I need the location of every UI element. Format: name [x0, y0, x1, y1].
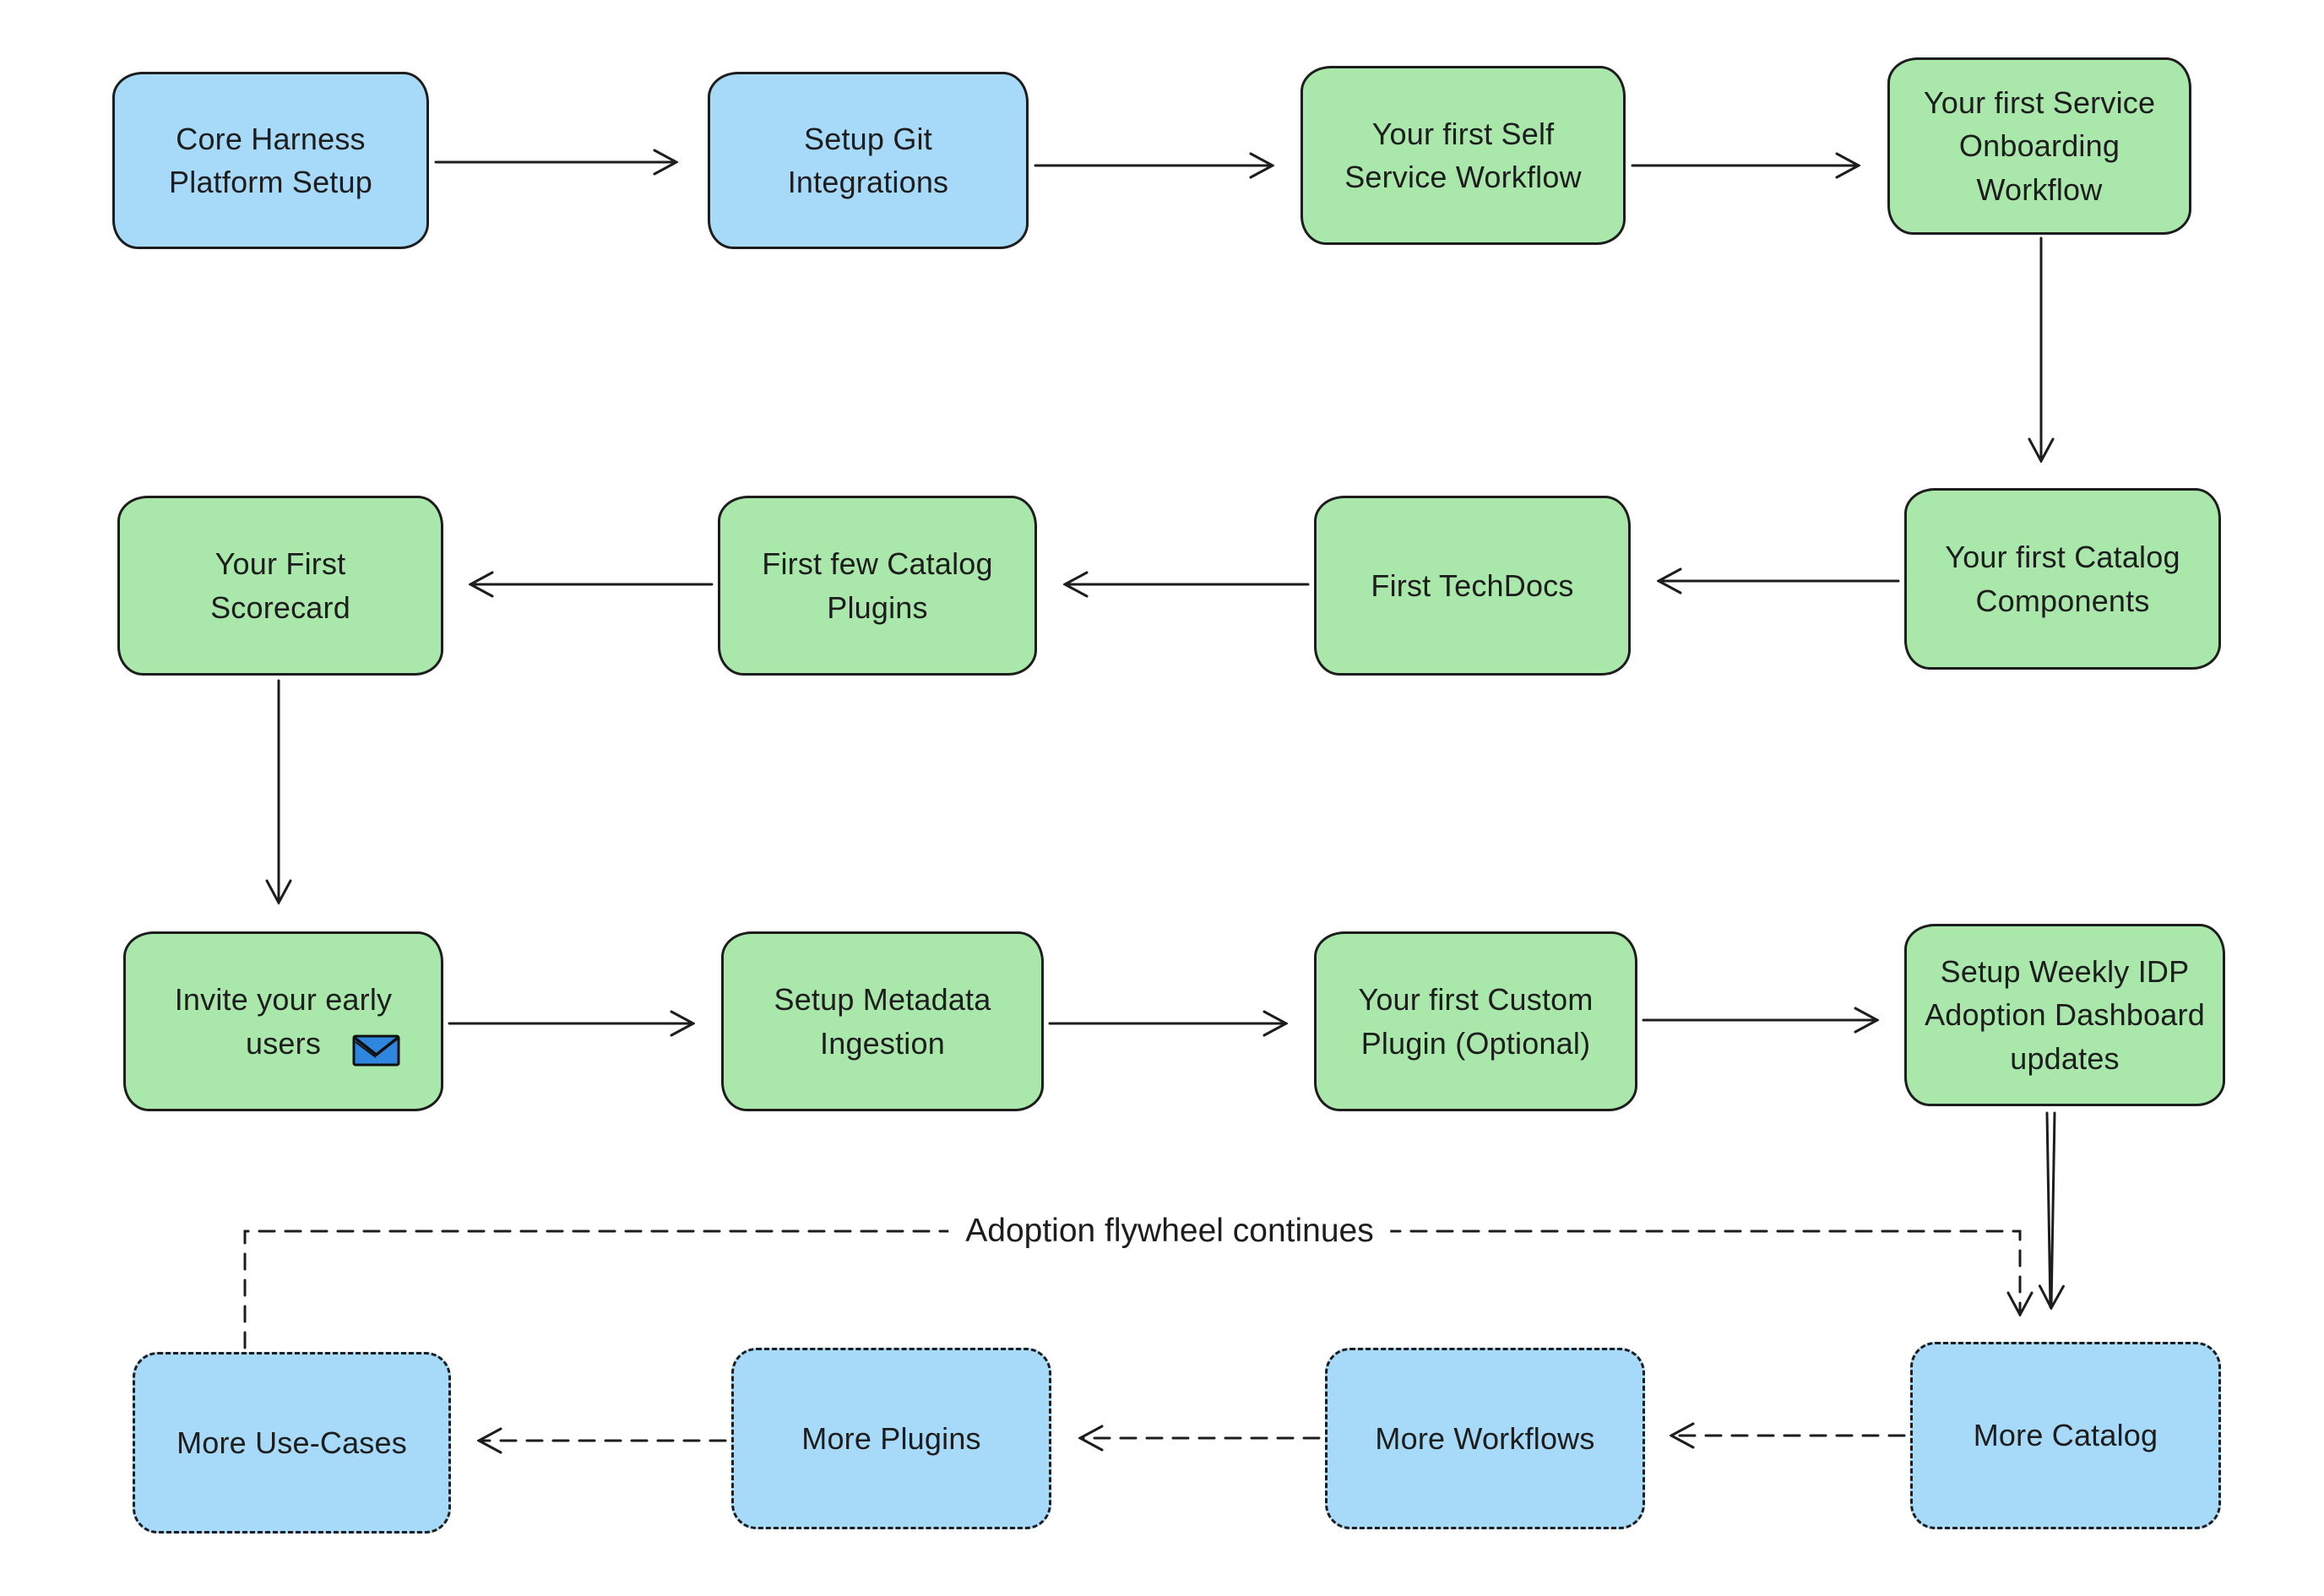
node-label: Invite your early users	[174, 982, 393, 1061]
node-label: First few Catalog Plugins	[762, 546, 993, 625]
node-label: More Plugins	[801, 1420, 981, 1456]
node-label: Your first Self Service Workflow	[1344, 116, 1582, 194]
node-label: Setup Git Integrations	[787, 121, 949, 199]
node-label: More Use-Cases	[176, 1425, 407, 1460]
node-more-workflows[interactable]: More Workflows	[1325, 1348, 1645, 1529]
node-label: Your First Scorecard	[210, 546, 350, 625]
node-label: First TechDocs	[1371, 567, 1574, 603]
node-label: Your first Catalog Components	[1945, 540, 2180, 618]
node-label: Your first Custom Plugin (Optional)	[1358, 982, 1594, 1061]
node-label: Setup Metadata Ingestion	[774, 982, 991, 1061]
node-label: More Workflows	[1375, 1420, 1595, 1456]
node-first-service-onboarding-workflow[interactable]: Your first Service Onboarding Workflow	[1887, 57, 2191, 235]
node-first-custom-plugin-optional[interactable]: Your first Custom Plugin (Optional)	[1314, 931, 1637, 1111]
node-setup-git-integrations[interactable]: Setup Git Integrations	[708, 72, 1029, 249]
node-core-harness-platform-setup[interactable]: Core Harness Platform Setup	[112, 72, 429, 249]
node-label: Your first Service Onboarding Workflow	[1923, 85, 2156, 207]
node-setup-metadata-ingestion[interactable]: Setup Metadata Ingestion	[721, 931, 1044, 1111]
node-setup-weekly-idp-adoption-dashboard-updates[interactable]: Setup Weekly IDP Adoption Dashboard upda…	[1904, 924, 2225, 1106]
node-your-first-scorecard[interactable]: Your First Scorecard	[117, 496, 443, 676]
node-first-techdocs[interactable]: First TechDocs	[1314, 496, 1631, 676]
node-label: Core Harness Platform Setup	[169, 121, 372, 199]
node-first-few-catalog-plugins[interactable]: First few Catalog Plugins	[718, 496, 1037, 676]
node-label: Setup Weekly IDP Adoption Dashboard upda…	[1925, 954, 2205, 1076]
node-more-catalog[interactable]: More Catalog	[1910, 1342, 2221, 1529]
flywheel-annotation: Adoption flywheel continues	[948, 1211, 1391, 1251]
node-invite-your-early-users[interactable]: Invite your early users	[123, 931, 443, 1111]
arrow-weekly-dashboard-to-more-catalog	[2047, 1111, 2055, 1307]
node-first-catalog-components[interactable]: Your first Catalog Components	[1904, 488, 2221, 670]
node-first-self-service-workflow[interactable]: Your first Self Service Workflow	[1300, 66, 1626, 245]
node-more-use-cases[interactable]: More Use-Cases	[133, 1352, 451, 1534]
node-label: More Catalog	[1973, 1418, 2158, 1453]
node-more-plugins[interactable]: More Plugins	[731, 1348, 1051, 1529]
envelope-icon	[352, 1034, 400, 1067]
